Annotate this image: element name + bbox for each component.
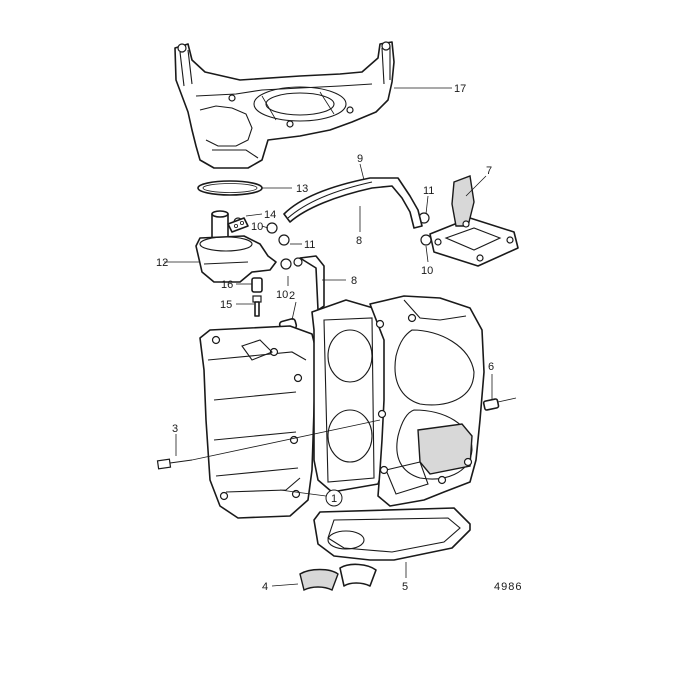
part-4-bearing-shells <box>299 563 377 592</box>
part-3-bolt <box>156 419 381 470</box>
part-17-upper-bracket <box>174 41 395 169</box>
callout-5: 5 <box>402 581 408 593</box>
callout-13: 13 <box>296 183 308 195</box>
callout-1-circle: 1 <box>325 489 343 507</box>
part-9-hose <box>283 177 423 229</box>
callout-10-right: 10 <box>421 265 433 277</box>
figure-number: 4986 <box>494 581 522 593</box>
callout-14: 14 <box>264 209 276 221</box>
part-15-screw <box>252 295 262 317</box>
callout-6: 6 <box>488 361 494 373</box>
part-8-hose-upper <box>299 255 325 311</box>
callout-16: 16 <box>221 279 233 291</box>
callout-labels: 17 9 7 13 11 14 10 8 11 10 12 8 16 10 2 … <box>156 83 494 593</box>
leader-lines <box>164 87 493 587</box>
part-14-plate <box>227 217 249 233</box>
part-5-base-gasket <box>313 507 471 561</box>
part-7-outlet-cover <box>429 175 519 267</box>
part-12-thermostat-housing <box>195 210 277 283</box>
callout-3: 3 <box>172 423 178 435</box>
callout-1: 1 <box>331 493 337 505</box>
callout-8-lower: 8 <box>351 275 357 287</box>
callout-17: 17 <box>454 83 466 95</box>
callout-11-lower: 11 <box>304 239 315 251</box>
callout-9: 9 <box>357 153 363 165</box>
callout-4: 4 <box>262 581 268 593</box>
callout-2: 2 <box>289 290 295 302</box>
cylinder-block <box>199 295 485 519</box>
callout-11-upper: 11 <box>423 185 434 197</box>
callout-8-upper: 8 <box>356 235 362 247</box>
callout-10-lower: 10 <box>276 289 288 301</box>
part-6-pin <box>482 397 517 411</box>
callout-15: 15 <box>220 299 232 311</box>
part-13-o-ring <box>197 180 263 196</box>
callout-7: 7 <box>486 165 492 177</box>
callout-10-upper: 10 <box>251 221 263 233</box>
part-16-sleeve <box>251 277 263 293</box>
callout-12: 12 <box>156 257 168 269</box>
